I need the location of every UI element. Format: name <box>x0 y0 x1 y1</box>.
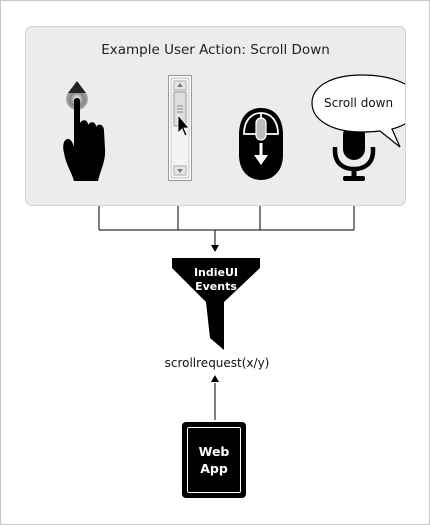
microphone-icon <box>332 124 376 181</box>
funnel-title: IndieUI Events <box>174 266 258 294</box>
arrowhead-up <box>211 375 219 382</box>
touch-swipe-icon <box>63 81 106 181</box>
indieui-funnel <box>172 258 260 350</box>
arrowhead-down <box>211 245 219 252</box>
speech-bubble <box>311 74 405 148</box>
speech-bubble-text: Scroll down <box>324 96 394 110</box>
webapp-label: Web App <box>187 427 241 493</box>
scrollbar-icon <box>168 75 192 181</box>
funnel-title-line2: Events <box>195 280 237 293</box>
panel-title: Example User Action: Scroll Down <box>101 42 330 58</box>
webapp-label-line2: App <box>200 461 228 476</box>
webapp-label-line1: Web <box>198 444 230 459</box>
mouse-scroll-icon <box>239 108 283 180</box>
user-action-panel: Example User Action: Scroll Down <box>25 26 406 206</box>
webapp-box: Web App <box>182 422 246 498</box>
scroll-event-label: scrollrequest(x/y) <box>164 356 270 370</box>
funnel-title-line1: IndieUI <box>193 266 239 279</box>
